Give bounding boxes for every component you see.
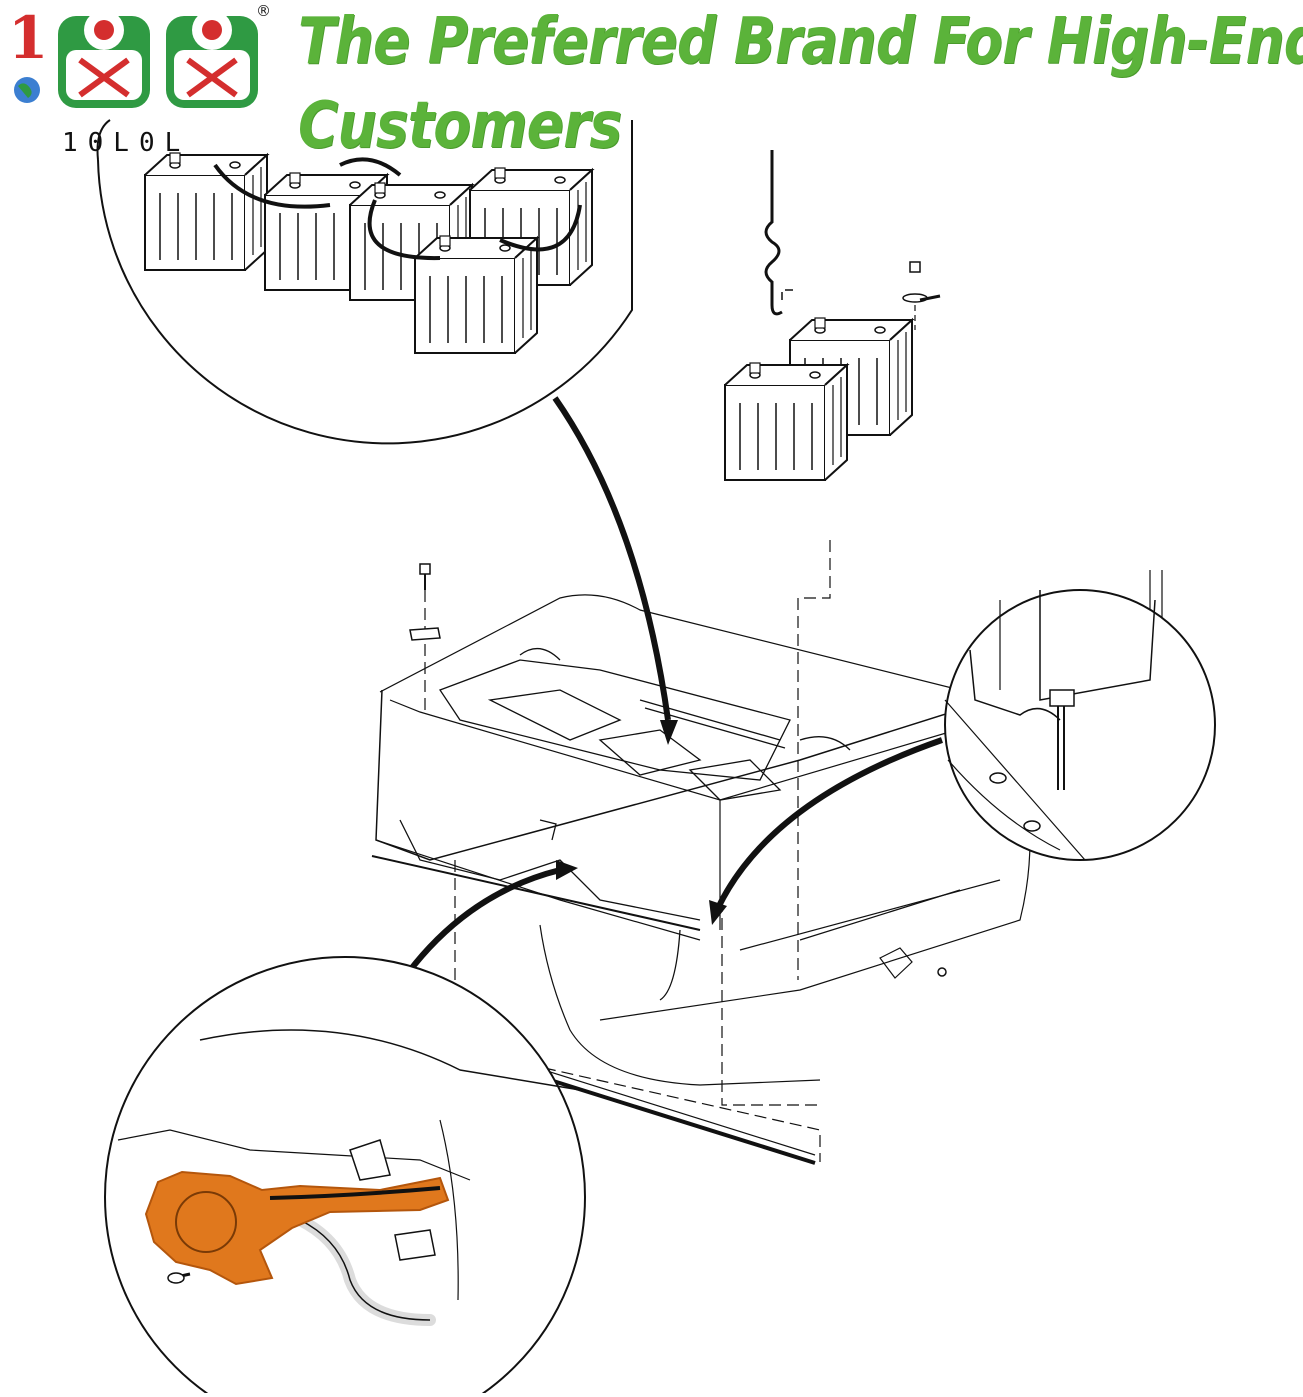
battery-tray bbox=[399, 648, 851, 1001]
cart-body bbox=[371, 570, 1163, 1086]
battery-detail-circle bbox=[96, 119, 633, 445]
headline: The Preferred Brand For High-End Custome… bbox=[298, 0, 1303, 168]
brand-logo-text: 10L0L bbox=[62, 128, 191, 158]
screw-icon bbox=[167, 1272, 185, 1284]
battery-icon bbox=[724, 362, 848, 481]
headline-line-1: The Preferred Brand For High-End bbox=[298, 5, 1303, 79]
hook-icon bbox=[764, 150, 783, 316]
screw-icon bbox=[409, 563, 441, 641]
highlighted-connector bbox=[144, 1170, 450, 1286]
registered-mark: ® bbox=[256, 2, 271, 20]
battery-icon bbox=[414, 235, 538, 354]
arrow-icon bbox=[369, 396, 943, 1032]
connector-detail-circle bbox=[104, 956, 586, 1397]
battery-icon bbox=[144, 152, 268, 271]
brand-logo: 1 bbox=[8, 4, 258, 108]
mount-detail-circle bbox=[944, 589, 1216, 861]
svg-text:1: 1 bbox=[8, 4, 48, 72]
hook-assembly bbox=[724, 150, 941, 481]
headline-line-2: Customers bbox=[298, 89, 622, 163]
